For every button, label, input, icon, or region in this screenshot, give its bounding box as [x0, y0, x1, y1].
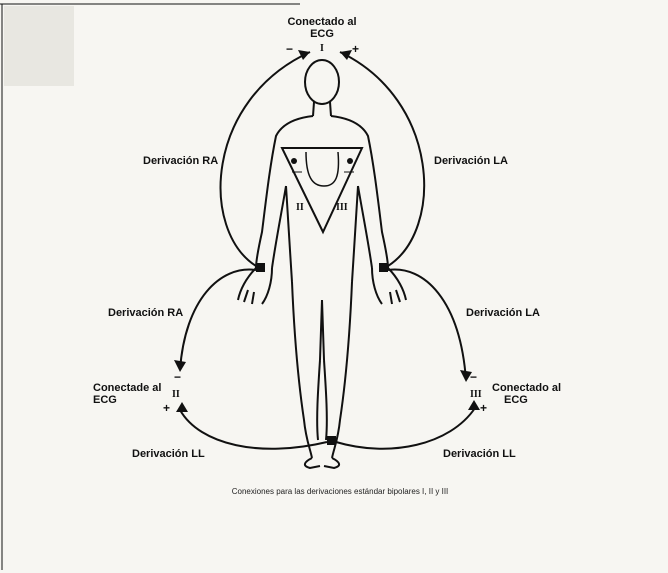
feet	[305, 458, 339, 468]
left-connect-label: Conectade al ECG	[93, 382, 161, 406]
left-connect-line1: Conectade al	[93, 382, 161, 394]
upper-right-lead-label: Derivación LA	[434, 155, 508, 167]
head	[305, 60, 339, 104]
lead-wires	[180, 52, 475, 449]
triangle-iii-label: III	[336, 202, 348, 213]
left-connect-line2: ECG	[93, 394, 161, 406]
lead-ii-label: II	[172, 389, 180, 400]
lead-i-minus: −	[286, 42, 293, 56]
upper-left-lead-label: Derivación RA	[143, 155, 218, 167]
lead-iii-label: III	[470, 389, 482, 400]
right-hand	[372, 268, 406, 304]
mid-right-lead-label: Derivación LA	[466, 307, 540, 319]
lower-left-lead-label: Derivación LL	[132, 448, 205, 460]
mid-right-lead-wire	[388, 270, 466, 380]
arrowheads	[174, 50, 480, 412]
leg-electrode	[327, 436, 336, 445]
arrow-top-left	[298, 50, 310, 60]
top-connect-line1: Conectado al	[287, 16, 357, 28]
mid-left-lead-label: Derivación RA	[108, 307, 183, 319]
top-connect-line2: ECG	[287, 28, 357, 40]
right-connect-line1: Conectado al	[492, 382, 561, 394]
lower-right-lead-wire	[336, 408, 475, 449]
chest-dot-left	[347, 158, 353, 164]
arrow-lower-right	[468, 400, 480, 410]
chest-dot-right	[291, 158, 297, 164]
lead-i-label: I	[320, 43, 324, 54]
top-connect-label: Conectado al ECG	[287, 16, 357, 40]
arrow-lower-left	[176, 402, 188, 412]
right-connect-line2: ECG	[492, 394, 561, 406]
lead-ii-plus: +	[163, 401, 170, 415]
right-arm-electrode	[256, 263, 265, 272]
triangle-ii-label: II	[296, 202, 304, 213]
speckle-area	[4, 6, 74, 86]
lower-right-lead-label: Derivación LL	[443, 448, 516, 460]
lead-i-plus: +	[352, 42, 359, 56]
upper-left-lead-wire	[221, 52, 310, 266]
legs	[292, 282, 352, 458]
torso-sides	[286, 186, 358, 282]
lead-iii-plus: +	[480, 401, 487, 415]
lead-iii-minus: −	[470, 370, 477, 384]
figure-caption: Conexiones para las derivaciones estánda…	[150, 487, 530, 496]
left-hand	[238, 268, 272, 304]
right-connect-label: Conectado al ECG	[492, 382, 561, 406]
left-arm-electrode	[379, 263, 388, 272]
lead-ii-minus: −	[174, 370, 181, 384]
